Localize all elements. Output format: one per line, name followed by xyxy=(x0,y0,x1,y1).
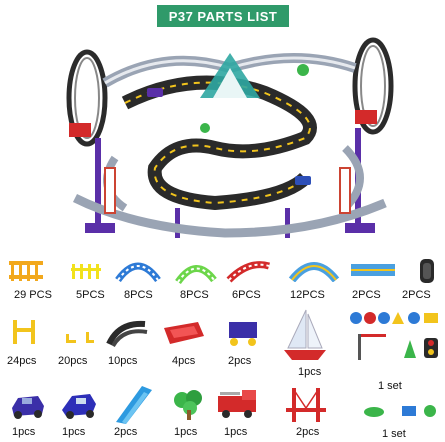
tree-icon xyxy=(174,390,202,420)
row1-qty-1: 5PCS xyxy=(76,289,105,301)
row1-qty-4: 6PCS xyxy=(232,289,261,301)
assembled-track-set-image xyxy=(66,37,394,238)
blue-arc-track-icon xyxy=(288,262,340,282)
race-car-icon xyxy=(12,396,44,419)
row3-qty-3: 1pcs xyxy=(174,426,198,438)
fence-icon xyxy=(9,261,43,281)
page-title: P37 PARTS LIST xyxy=(157,5,289,27)
red-track-icon xyxy=(226,261,271,283)
sign-set-icon xyxy=(350,312,438,360)
row2-qty-4: 2pcs xyxy=(228,355,252,367)
sail-boat-icon xyxy=(284,309,326,360)
accessory-set-icon xyxy=(364,405,436,417)
short-fence-icon xyxy=(71,264,101,279)
blue-cart-icon xyxy=(229,322,257,346)
pillar-icon xyxy=(13,320,35,344)
blue-car-icon xyxy=(62,394,96,419)
row1-qty-2: 8PCS xyxy=(124,289,153,301)
row3-qty-6: 1 set xyxy=(382,428,406,440)
row2-qty-3: 4pcs xyxy=(172,355,196,367)
row3-qty-5: 2pcs xyxy=(296,426,320,438)
row2-qty-0: 24pcs xyxy=(7,355,37,367)
fire-truck-icon xyxy=(218,390,256,418)
row2-qty-1: 20pcs xyxy=(58,355,88,367)
row1-qty-0: 29 PCS xyxy=(14,289,52,301)
red-cart-icon xyxy=(164,322,204,344)
slide-ramp-icon xyxy=(116,386,152,424)
bridge-icon xyxy=(286,388,326,422)
straight-track-icon xyxy=(351,264,395,276)
row1-qty-3: 8PCS xyxy=(180,289,209,301)
row1-qty-7: 2PCS xyxy=(402,289,431,301)
row1-qty-6: 2PCS xyxy=(352,289,381,301)
row3-qty-1: 1pcs xyxy=(62,426,86,438)
green-curved-track-icon xyxy=(175,265,217,284)
tire-icon xyxy=(420,259,434,283)
row2-qty-5: 1pcs xyxy=(298,366,322,378)
row3-qty-0: 1pcs xyxy=(12,426,36,438)
row3-qty-4: 1pcs xyxy=(224,426,248,438)
black-track-icon xyxy=(106,320,148,348)
row1-qty-5: 12PCS xyxy=(290,289,325,301)
row2-qty-2: 10pcs xyxy=(108,355,138,367)
connector-icon xyxy=(66,332,94,343)
row3-qty-2: 2pcs xyxy=(114,426,138,438)
row2-qty-6: 1 set xyxy=(378,380,402,392)
blue-curved-track-icon xyxy=(115,262,161,282)
